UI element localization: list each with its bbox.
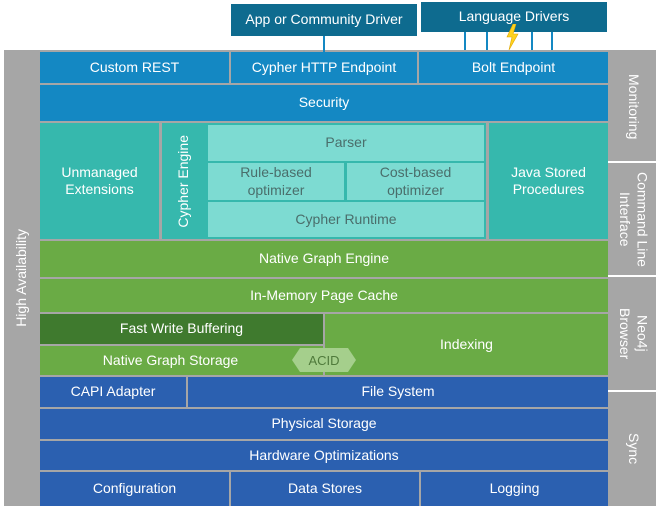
divider — [608, 390, 656, 392]
data-stores-box: Data Stores — [231, 472, 419, 506]
unmanaged-extensions-box: Unmanaged Extensions — [40, 123, 159, 239]
indexing-box: Indexing — [325, 314, 608, 375]
cypher-engine-label: Cypher Engine — [175, 134, 192, 228]
java-stored-procedures-box: Java Stored Procedures — [489, 123, 608, 239]
high-availability-bar: High Availability — [4, 50, 40, 506]
fast-write-buffering-box: Fast Write Buffering — [40, 314, 323, 344]
driver-connector — [323, 36, 325, 52]
divider — [608, 275, 656, 277]
logging-box: Logging — [421, 472, 608, 506]
configuration-box: Configuration — [40, 472, 229, 506]
cypher-http-endpoint-label: Cypher HTTP Endpoint — [251, 58, 397, 75]
bolt-endpoint-label: Bolt Endpoint — [471, 58, 556, 75]
cost-based-optimizer-box: Cost-based optimizer — [347, 163, 484, 200]
driver-connector — [486, 32, 488, 50]
capi-adapter-label: CAPI Adapter — [70, 383, 156, 400]
data-stores-label: Data Stores — [288, 480, 362, 497]
sync-panel: Sync — [610, 392, 656, 506]
native-graph-engine-box: Native Graph Engine — [40, 241, 608, 277]
hardware-optimizations-box: Hardware Optimizations — [40, 441, 608, 470]
native-graph-storage-label: Native Graph Storage — [102, 351, 239, 368]
acid-badge: ACID — [292, 348, 356, 372]
in-memory-page-cache-label: In-Memory Page Cache — [250, 286, 398, 303]
parser-label: Parser — [325, 134, 367, 151]
native-graph-storage-box: Native Graph Storage — [40, 346, 323, 375]
monitoring-panel: Monitoring — [610, 52, 656, 161]
file-system-box: File System — [188, 377, 608, 407]
driver-connector — [551, 32, 553, 50]
cypher-engine-side: Cypher Engine — [163, 124, 205, 238]
command-line-interface-panel: Command Line Interface — [610, 163, 656, 275]
hardware-optimizations-label: Hardware Optimizations — [249, 446, 399, 463]
cypher-runtime-label: Cypher Runtime — [295, 210, 397, 227]
java-stored-procedures-label: Java Stored Procedures — [511, 163, 586, 198]
security-label: Security — [298, 94, 350, 111]
app-driver-label: App or Community Driver — [245, 11, 403, 28]
neo4j-browser-label: Neo4j Browser — [617, 307, 651, 360]
physical-storage-label: Physical Storage — [271, 415, 377, 432]
custom-rest-label: Custom REST — [89, 58, 180, 75]
rule-based-optimizer-box: Rule-based optimizer — [208, 163, 344, 200]
driver-connector — [464, 32, 466, 50]
divider — [608, 161, 656, 163]
monitoring-label: Monitoring — [625, 73, 642, 140]
app-driver-box: App or Community Driver — [231, 4, 417, 36]
cypher-runtime-box: Cypher Runtime — [208, 202, 484, 237]
in-memory-page-cache-box: In-Memory Page Cache — [40, 279, 608, 312]
language-drivers-label: Language Drivers — [458, 8, 570, 25]
unmanaged-extensions-label: Unmanaged Extensions — [61, 163, 138, 198]
command-line-interface-label: Command Line Interface — [617, 171, 651, 267]
sync-label: Sync — [625, 433, 642, 465]
language-drivers-box: Language Drivers — [421, 2, 607, 32]
rule-based-optimizer-label: Rule-based optimizer — [240, 164, 312, 198]
indexing-label: Indexing — [440, 335, 493, 352]
high-availability-label: High Availability — [13, 229, 30, 327]
lightning-icon — [504, 23, 520, 51]
file-system-label: File System — [361, 383, 435, 400]
logging-label: Logging — [489, 480, 540, 497]
security-box: Security — [40, 85, 608, 121]
driver-connector — [531, 32, 533, 50]
cypher-http-endpoint-box: Cypher HTTP Endpoint — [231, 52, 417, 83]
bolt-endpoint-box: Bolt Endpoint — [419, 52, 608, 83]
parser-box: Parser — [208, 125, 484, 161]
capi-adapter-box: CAPI Adapter — [40, 377, 186, 407]
custom-rest-box: Custom REST — [40, 52, 229, 83]
acid-label: ACID — [308, 352, 340, 368]
neo4j-browser-panel: Neo4j Browser — [610, 277, 656, 390]
physical-storage-box: Physical Storage — [40, 409, 608, 439]
cost-based-optimizer-label: Cost-based optimizer — [379, 164, 452, 198]
configuration-label: Configuration — [92, 480, 177, 497]
fast-write-buffering-label: Fast Write Buffering — [119, 320, 244, 337]
native-graph-engine-label: Native Graph Engine — [259, 250, 389, 267]
